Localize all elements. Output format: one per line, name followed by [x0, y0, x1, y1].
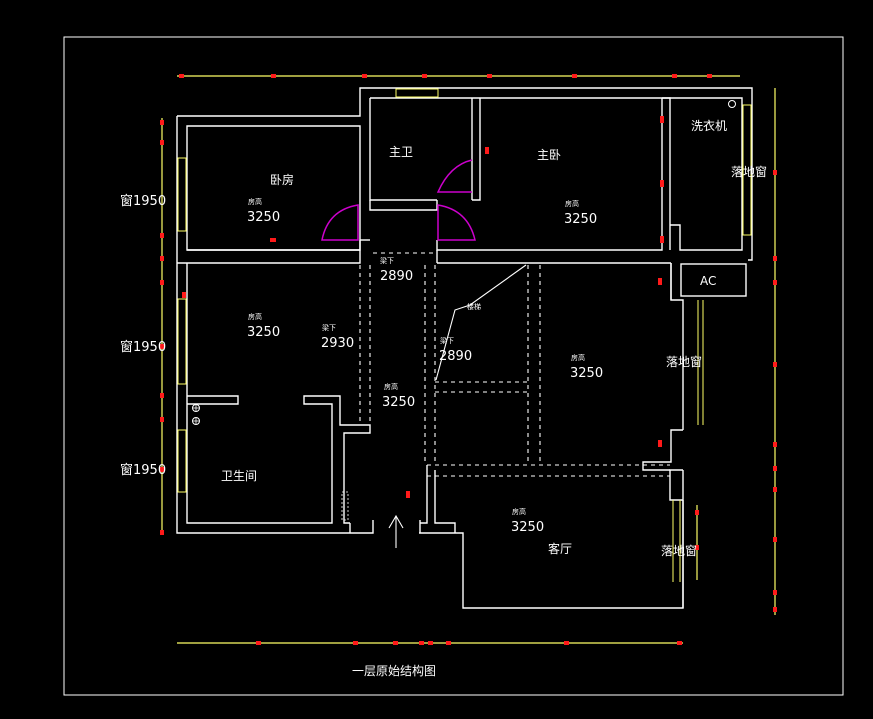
height-tag: 房高 [565, 199, 579, 208]
walls [176, 87, 753, 609]
stair-note: 楼梯 [467, 302, 481, 311]
window-label: 落地窗 [661, 544, 697, 558]
window-dimension-label: 窗1950 [120, 193, 166, 209]
height-value: 3250 [564, 212, 597, 227]
dimension-labels: 窗1950 窗1950 窗1950 [120, 193, 166, 478]
beam-height-value: 2890 [439, 349, 472, 364]
drawing-frame [63, 36, 844, 696]
master-bath-label: 主卫 [389, 145, 413, 159]
window-labels: 落地窗 落地窗 落地窗 [661, 165, 767, 558]
beam-height-value: 2890 [380, 269, 413, 284]
fixtures [192, 100, 736, 521]
height-tag: 房高 [384, 382, 398, 391]
height-tag: 房高 [248, 197, 262, 206]
stair-tags: 梁下 梁下 梁下 楼梯 [322, 256, 481, 345]
living-room-label: 客厅 [548, 541, 572, 556]
ac-label: AC [700, 274, 716, 288]
dimension-ticks [160, 74, 777, 645]
wall-marks [182, 116, 664, 498]
height-value: 3250 [511, 520, 544, 535]
window-label: 落地窗 [731, 165, 767, 179]
height-value: 3250 [382, 395, 415, 410]
windows [177, 88, 752, 582]
height-tag: 房高 [248, 312, 262, 321]
beam-height-value: 2930 [321, 336, 354, 351]
stair-values: 2890 2930 2890 [321, 269, 472, 364]
bathroom-label: 卫生间 [221, 469, 257, 483]
washer-label: 洗衣机 [691, 118, 727, 133]
beam-tag: 梁下 [440, 336, 454, 345]
entry-arrow-icon [388, 514, 404, 548]
doors [321, 159, 476, 241]
beam-tag: 梁下 [380, 256, 394, 265]
height-value: 3250 [570, 366, 603, 381]
height-tags: 房高 房高 房高 房高 房高 房高 [248, 197, 585, 516]
bedroom-label: 卧房 [270, 172, 294, 187]
height-tag: 房高 [512, 507, 526, 516]
window-dimension-label: 窗1950 [120, 339, 166, 355]
master-bedroom-label: 主卧 [537, 148, 561, 162]
stair-line [435, 264, 527, 381]
dashed-lines [359, 252, 670, 477]
drawing-title: 一层原始结构图 [352, 663, 436, 678]
room-labels: 卧房 主卫 主卧 洗衣机 AC 卫生间 客厅 [221, 118, 727, 556]
height-value: 3250 [247, 210, 280, 225]
height-values: 3250 3250 3250 3250 3250 3250 [247, 210, 603, 535]
height-value: 3250 [247, 325, 280, 340]
window-label: 落地窗 [666, 355, 702, 369]
beam-tag: 梁下 [322, 323, 336, 332]
window-dimension-label: 窗1950 [120, 462, 166, 478]
height-tag: 房高 [571, 353, 585, 362]
dimension-lines [161, 75, 776, 644]
